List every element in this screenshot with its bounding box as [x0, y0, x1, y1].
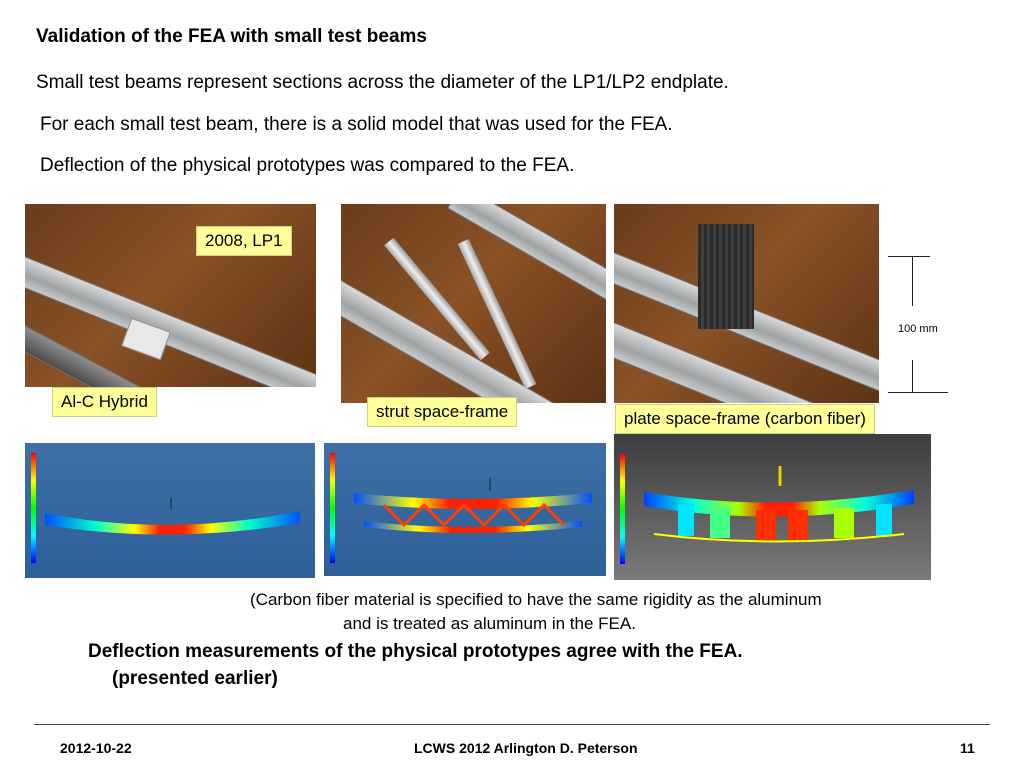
footer-divider: [34, 724, 990, 725]
scale-line-lower: [912, 360, 913, 392]
scale-tick-bottom: [888, 392, 948, 393]
fea-beam-1-graphic: [45, 498, 300, 535]
caption-line-2: and is treated as aluminum in the FEA.: [343, 614, 636, 633]
fea-plate-space-frame: [614, 434, 931, 580]
fea-al-c-hybrid: [25, 443, 315, 578]
footer-center: LCWS 2012 Arlington D. Peterson: [414, 740, 638, 756]
scale-label: 100 mm: [898, 323, 938, 335]
bullet-3: Deflection of the physical prototypes wa…: [40, 155, 575, 176]
scale-line-upper: [912, 256, 913, 306]
caption-line-1: (Carbon fiber material is specified to h…: [250, 590, 822, 609]
label-al-c-hybrid: Al-C Hybrid: [52, 387, 157, 417]
label-2008-lp1: 2008, LP1: [196, 226, 292, 256]
footer-date: 2012-10-22: [60, 740, 132, 756]
label-strut-space-frame: strut space-frame: [367, 397, 518, 427]
conclusion-line-2: (presented earlier): [112, 668, 278, 689]
conclusion-line-1: Deflection measurements of the physical …: [88, 641, 743, 662]
fea-beam-2-graphic: [354, 478, 592, 533]
bullet-1: Small test beams represent sections acro…: [36, 72, 729, 93]
fea-beam-3-graphic: [644, 466, 914, 543]
photo-plate-space-frame: [614, 204, 879, 403]
scale-tick-top: [888, 256, 930, 257]
page-number: 11: [960, 740, 975, 756]
photo-strut-space-frame: [341, 204, 606, 403]
label-plate-space-frame: plate space-frame (carbon fiber): [615, 404, 875, 434]
fea-strut-space-frame: [324, 443, 606, 576]
bullet-2: For each small test beam, there is a sol…: [40, 114, 673, 135]
slide-title: Validation of the FEA with small test be…: [36, 26, 427, 47]
